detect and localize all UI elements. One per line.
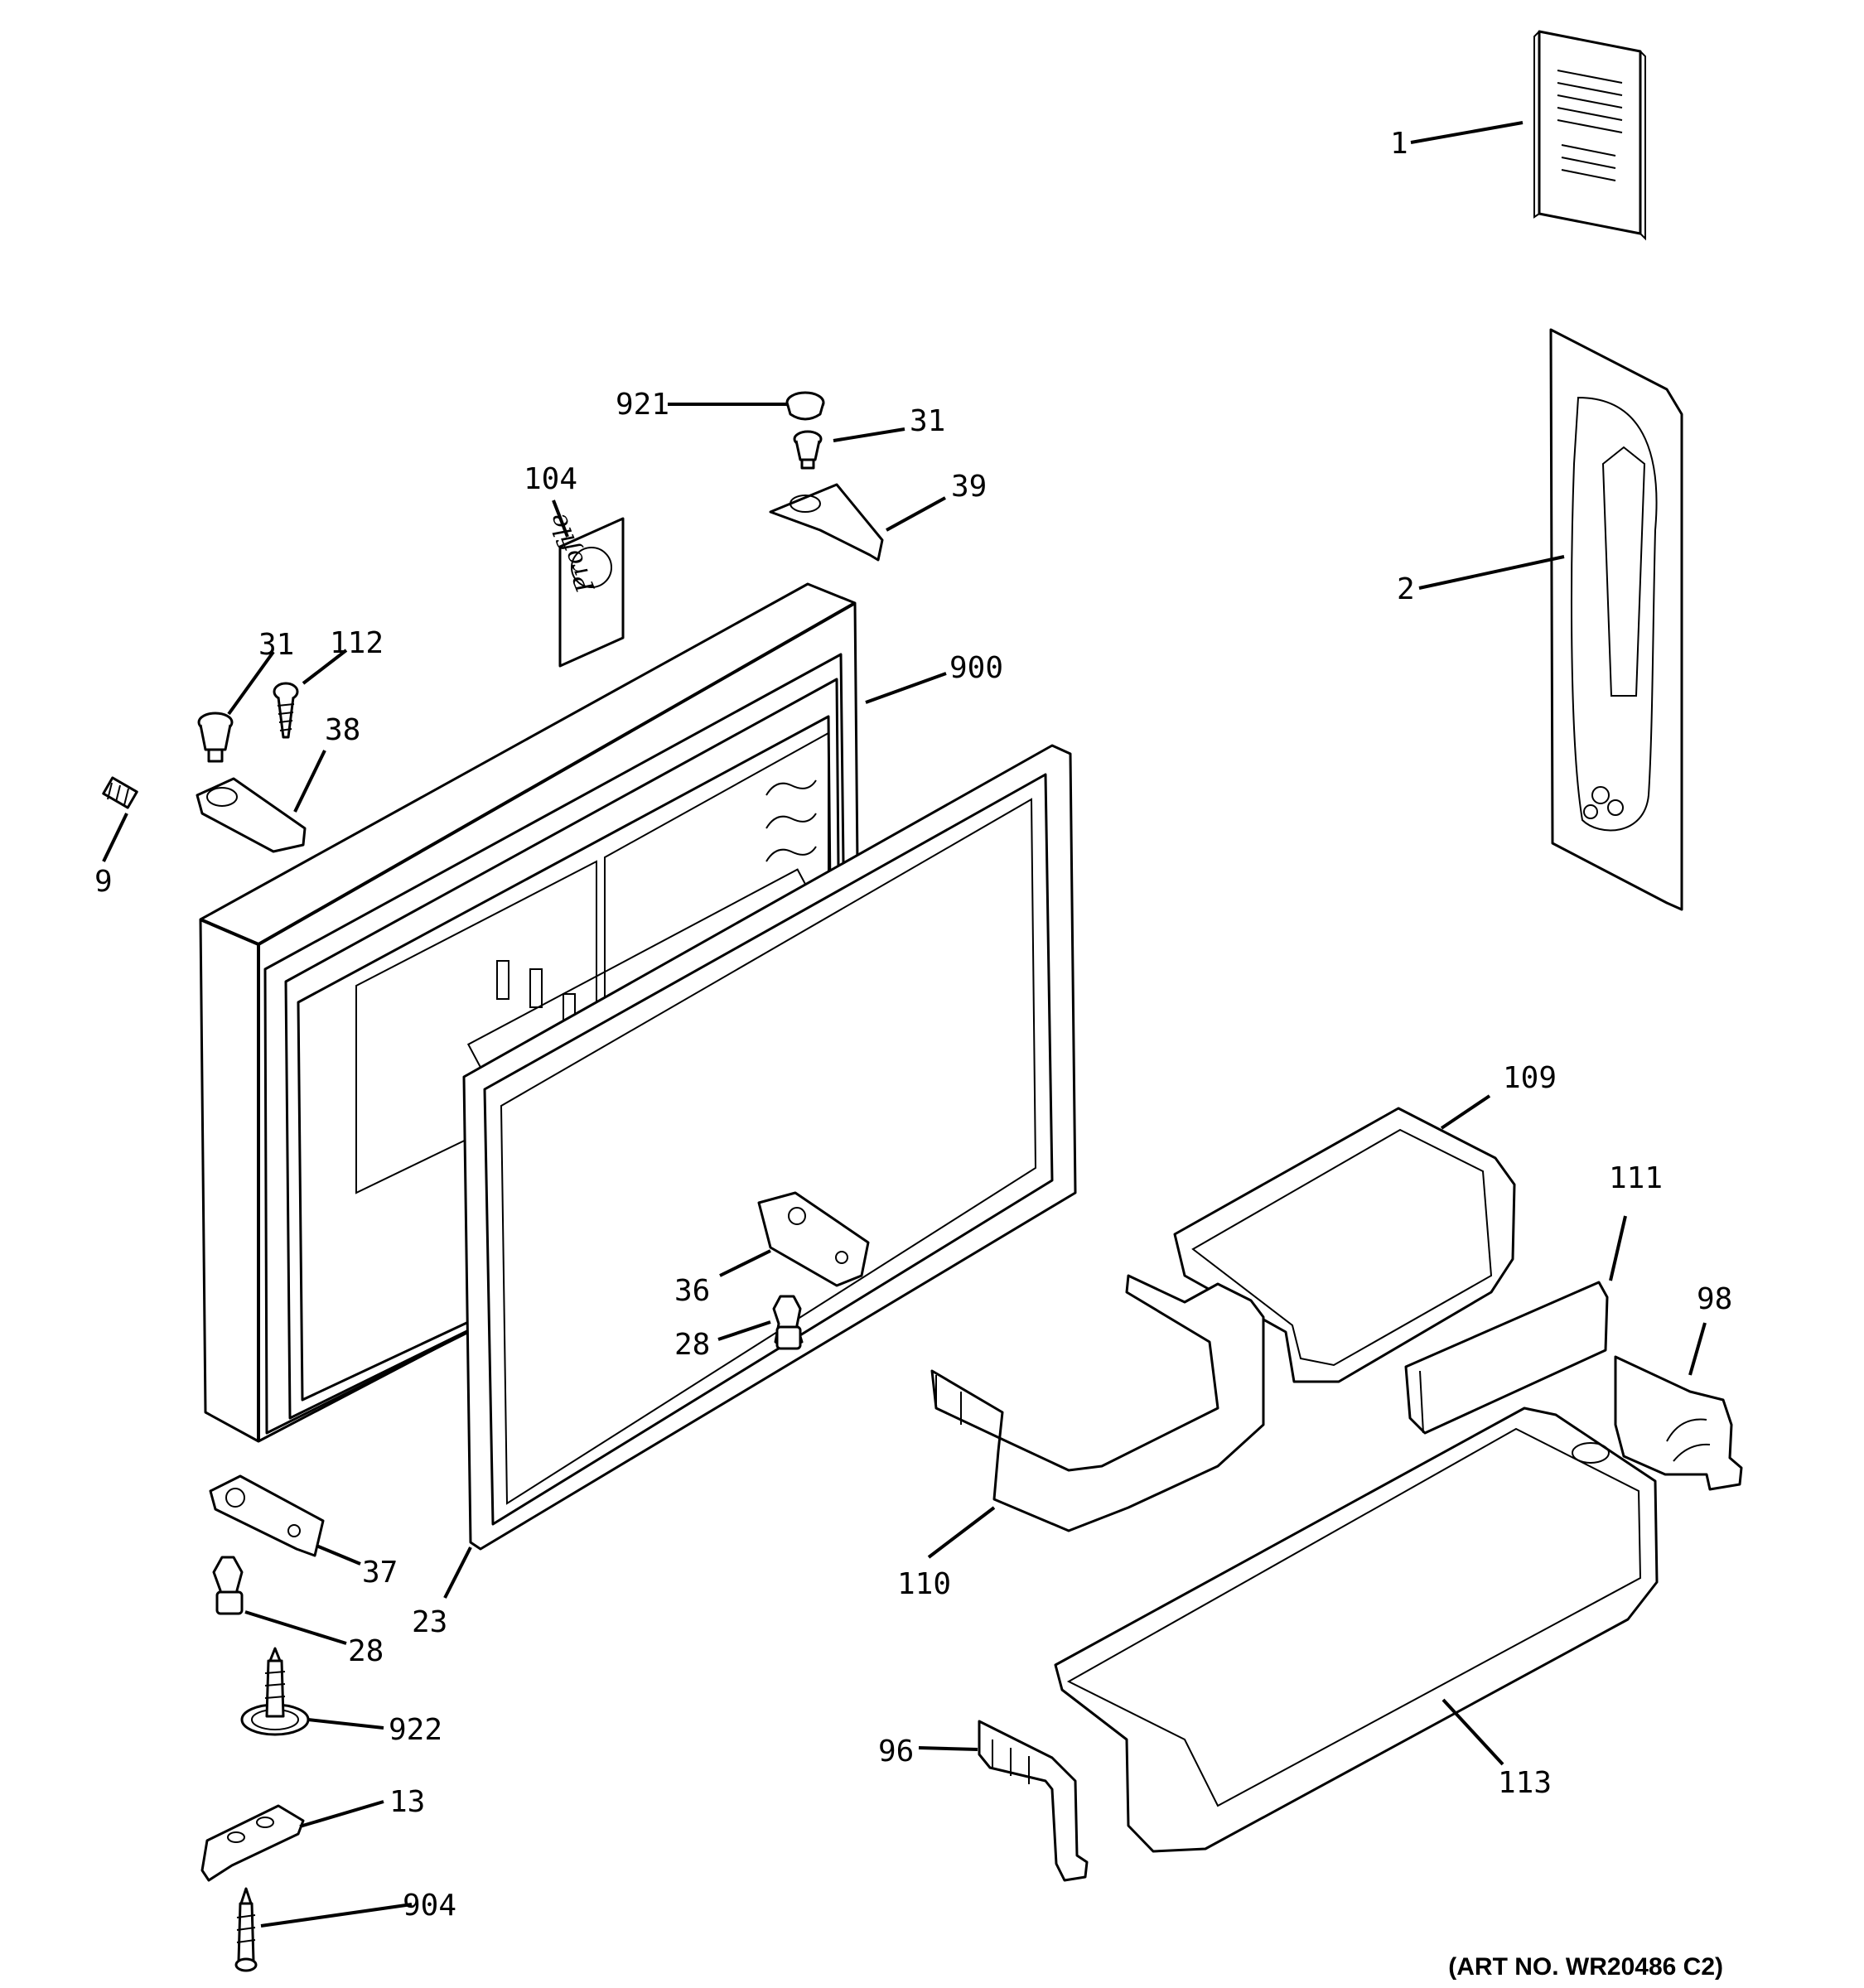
- part-23-gasket: [462, 744, 1077, 1551]
- part-28-pivot-center: [772, 1295, 804, 1350]
- callout-36: 36: [674, 1274, 710, 1308]
- callout-904: 904: [403, 1889, 456, 1923]
- callout-31-top: 31: [910, 404, 945, 438]
- part-111-bin-trim: [1404, 1281, 1609, 1435]
- part-112-screw: [273, 682, 299, 739]
- callout-9: 9: [94, 865, 113, 899]
- part-104-logo-badge: Profile: [543, 509, 625, 668]
- part-38-hinge-plate: [196, 777, 307, 853]
- part-2-packaged-kit: [1549, 328, 1683, 911]
- callout-922: 922: [389, 1713, 442, 1747]
- part-31-bushing-top: [793, 430, 823, 470]
- callout-113: 113: [1498, 1766, 1552, 1800]
- callout-39: 39: [951, 470, 987, 504]
- callout-13: 13: [389, 1785, 425, 1819]
- callout-111: 111: [1609, 1161, 1663, 1195]
- part-13-hinge-plate: [200, 1804, 305, 1882]
- callout-98: 98: [1697, 1282, 1732, 1316]
- part-1-instruction-booklet: [1533, 30, 1646, 241]
- callout-96: 96: [878, 1735, 914, 1768]
- part-36-bracket: [757, 1191, 870, 1287]
- callout-labels: 1 2 921 31 39 104 31 112 38 900 9 109 11…: [94, 127, 1732, 1923]
- callout-921: 921: [616, 388, 669, 422]
- callout-38: 38: [325, 713, 360, 747]
- part-110-left-bin-cover: [930, 1274, 1265, 1532]
- part-9-screw: [102, 776, 138, 809]
- callout-1: 1: [1390, 127, 1408, 161]
- part-28-pivot-lower: [212, 1556, 244, 1615]
- callout-900: 900: [949, 651, 1003, 685]
- part-921-cap: [785, 391, 825, 421]
- art-number: (ART NO. WR20486 C2): [1448, 1953, 1723, 1981]
- part-98-end-cap-right: [1614, 1355, 1743, 1491]
- part-96-end-cap-left: [978, 1720, 1089, 1882]
- callout-28-lower: 28: [348, 1634, 384, 1668]
- callout-112: 112: [330, 626, 384, 660]
- leader-lines: [102, 121, 1707, 1928]
- callout-37: 37: [362, 1556, 398, 1590]
- callout-109: 109: [1503, 1061, 1557, 1095]
- part-922-screw-washer: [240, 1647, 310, 1736]
- part-113-door-shelf: [1054, 1407, 1659, 1853]
- part-39-hinge-plate: [769, 483, 884, 562]
- callout-104: 104: [524, 462, 577, 496]
- callout-2: 2: [1397, 572, 1415, 606]
- part-31-bushing-left: [197, 712, 234, 763]
- part-37-hinge-bracket: [209, 1474, 325, 1557]
- callout-110: 110: [897, 1567, 951, 1601]
- part-904-screw: [234, 1887, 258, 1972]
- callout-31-left: 31: [258, 628, 294, 662]
- callout-28-center: 28: [674, 1328, 710, 1362]
- callout-23: 23: [412, 1605, 447, 1639]
